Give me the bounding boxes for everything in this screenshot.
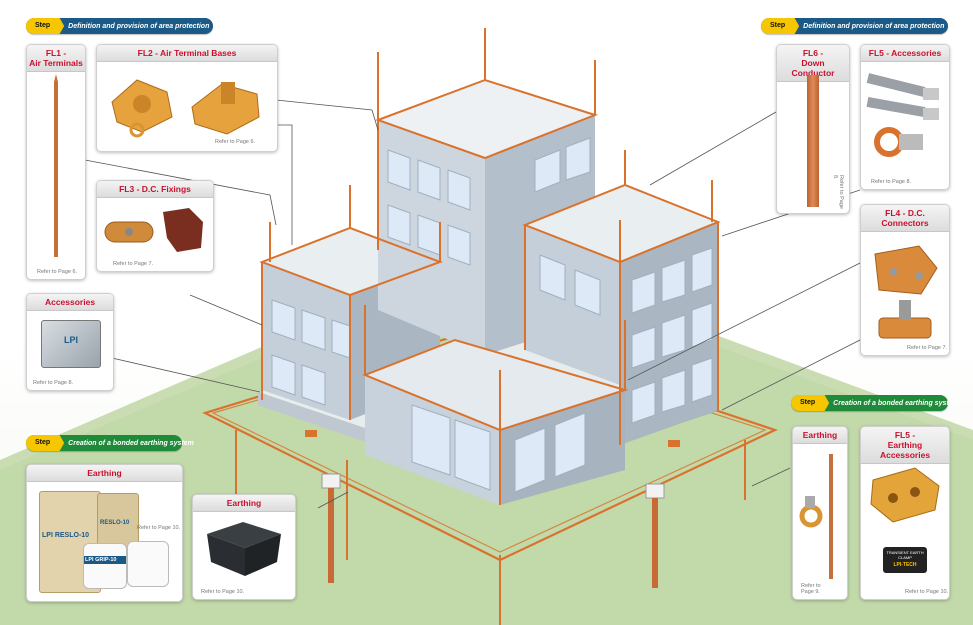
step2-label: Step 2 [791, 395, 830, 411]
step2-text: Creation of a bonded earthing system [68, 439, 194, 447]
card-fl5-earthing-accessories[interactable]: FL5 - Earthing Accessories TRANSIENT EAR… [860, 426, 950, 600]
card-ref: Refer to Page 8. [871, 179, 912, 185]
card-ref: Refer to Page 10. [201, 589, 245, 595]
card-ref: Refer to Page 10. [905, 589, 949, 595]
step1-label: Step 1 [26, 18, 65, 34]
card-title: FL5 - Accessories [861, 45, 949, 62]
card-fl6-down-conductor[interactable]: FL6 - Down Conductor Refer to Page 8. [776, 44, 850, 214]
bag-label: LPI RESLO-10 [42, 532, 90, 539]
card-ref: Refer to Page 9. [801, 583, 821, 595]
sd-brand: LPI-TECH [893, 562, 917, 568]
copper-tape-icon [807, 75, 819, 207]
step2-label: Step 2 [26, 435, 65, 451]
air-terminal-base-icon [111, 79, 260, 138]
card-title: FL5 - Earthing Accessories [861, 427, 949, 464]
card-fl5-accessories[interactable]: FL5 - Accessories Refer to Page 8. [860, 44, 950, 190]
card-title: Earthing [793, 427, 847, 444]
card-earthing-materials[interactable]: Earthing LPI RESLO-10 RESLO-10 LPI GRIP-… [26, 464, 183, 602]
card-title: Accessories [27, 294, 113, 311]
step1-banner-right: Step 1 Definition and provision of area … [761, 18, 948, 34]
bonding-strap-icon [866, 73, 939, 157]
card-accessories[interactable]: Accessories LPI Refer to Page 8. [26, 293, 114, 391]
step2-banner-left: Step 2 Creation of a bonded earthing sys… [26, 435, 194, 451]
card-ref: Refer to Page 6. [37, 269, 78, 275]
card-title: FL4 - D.C. Connectors [861, 205, 949, 232]
earth-stake-poles [235, 400, 746, 625]
test-clamp-box-icon: LPI [41, 320, 101, 368]
card-ref: Refer to Page 6. [215, 139, 256, 145]
card-title: FL1 - Air Terminals [27, 45, 85, 72]
step1-text: Definition and provision of area protect… [803, 22, 945, 30]
air-terminal-rods [269, 28, 713, 430]
card-fl2-air-terminal-bases[interactable]: FL2 - Air Terminal Bases Refer to Page 6… [96, 44, 278, 152]
card-ref: Refer to Page 8. [832, 175, 844, 209]
card-title: FL2 - Air Terminal Bases [97, 45, 277, 62]
bag-label-small: RESLO-10 [100, 520, 130, 526]
air-terminal-rod-icon [54, 74, 58, 257]
dc-connector-icon [874, 245, 938, 339]
grip-tub-icon: LPI GRIP-10 [83, 543, 127, 589]
step2-text: Creation of a bonded earthing system [833, 399, 959, 407]
card-title: Earthing [27, 465, 182, 482]
box-logo: LPI [63, 335, 78, 345]
transient-clamp-icon: TRANSIENT EARTH CLAMP LPI-TECH [883, 547, 927, 573]
dc-fixing-icon [104, 208, 203, 252]
step1-label: Step 1 [761, 18, 800, 34]
card-earthing-pit[interactable]: Earthing Refer to Page 10. [192, 494, 296, 600]
card-fl1-air-terminals[interactable]: FL1 - Air Terminals Refer to Page 6. [26, 44, 86, 280]
sd-label: TRANSIENT EARTH CLAMP [886, 550, 924, 560]
card-ref: Refer to Page 10. [137, 525, 181, 531]
card-ref: Refer to Page 7. [907, 345, 948, 351]
earth-bar-icon [870, 467, 940, 523]
card-fl4-dc-connectors[interactable]: FL4 - D.C. Connectors Refer to Page 7. [860, 204, 950, 356]
tub-label: LPI GRIP-10 [84, 556, 126, 564]
grip-tub-2-icon [127, 541, 169, 587]
card-title: FL3 - D.C. Fixings [97, 181, 213, 198]
test-clamp-boxes [305, 430, 680, 447]
step1-text: Definition and provision of area protect… [68, 22, 210, 30]
card-title: Earthing [193, 495, 295, 512]
step1-banner-left: Step 1 Definition and provision of area … [26, 18, 213, 34]
card-earthing-rod[interactable]: Earthing Refer to Page 9. [792, 426, 848, 600]
card-ref: Refer to Page 7. [113, 261, 154, 267]
earth-pit-icon [207, 522, 281, 576]
step2-banner-right: Step 2 Creation of a bonded earthing sys… [791, 395, 959, 411]
card-ref: Refer to Page 8. [33, 380, 74, 386]
earth-rod-clamp-icon [799, 454, 833, 579]
earth-pits [321, 473, 665, 588]
card-fl3-dc-fixings[interactable]: FL3 - D.C. Fixings Refer to Page 7. [96, 180, 214, 272]
